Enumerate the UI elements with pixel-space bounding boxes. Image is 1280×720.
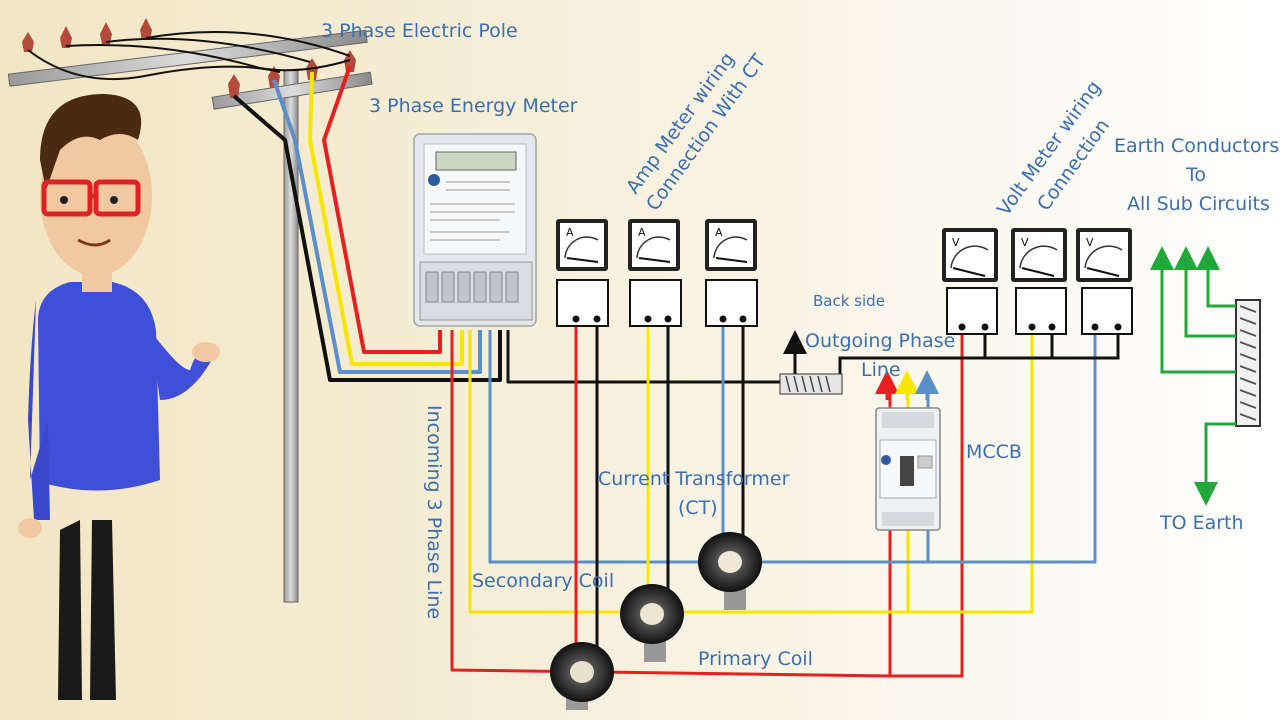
ct-2 [620,584,684,662]
volt-meter-2-letter: V [1021,236,1029,249]
amp-meter-2-letter: A [638,226,646,239]
outgoing-arrows [783,330,939,400]
ct-3 [698,532,762,610]
back-side-label: Back side [813,292,885,310]
incoming-lines [232,65,502,382]
earth-label-2: To [1186,164,1207,186]
cartoon-person [18,94,220,700]
neutral-link [779,373,843,395]
outgoing-label-2: Line [861,359,901,381]
energy-meter [413,133,537,327]
ct-1 [550,642,614,710]
amp-meter-2 [628,219,680,271]
electric-pole [7,18,373,603]
volt-meter-1 [942,228,998,282]
amp-terminal-boxes [556,279,758,327]
volt-meter-leads [838,330,1120,678]
volt-meter-3 [1076,228,1132,282]
incoming-line-label: Incoming 3 Phase Line [423,405,445,620]
secondary-coil-label: Secondary Coil [472,570,615,592]
mccb-label: MCCB [966,441,1022,463]
earth-conductors [1150,246,1236,506]
earth-label-3: All Sub Circuits [1127,193,1270,215]
pole-label: 3 Phase Electric Pole [321,20,518,42]
amp-meter-3 [705,219,757,271]
volt-meter-2 [1011,228,1067,282]
ct-label-2: (CT) [678,497,718,519]
amp-terminal-dots [572,315,747,323]
earth-bar [1235,299,1261,427]
volt-terminal-boxes [946,287,1133,335]
amp-meter-1-letter: A [566,226,574,239]
amp-meter-1 [556,219,608,271]
earth-label-1: Earth Conductors [1114,135,1280,157]
amp-meter-leads [574,322,745,690]
amp-meter-3-letter: A [715,226,723,239]
primary-coil-label: Primary Coil [698,648,813,670]
ct-label-1: Current Transformer [598,468,790,490]
outgoing-label-1: Outgoing Phase [805,330,956,352]
energy-meter-label: 3 Phase Energy Meter [369,95,578,117]
to-earth-label: TO Earth [1160,512,1244,534]
mccb-breaker [875,407,941,531]
volt-meter-3-letter: V [1086,236,1094,249]
volt-terminal-dots [958,323,1122,331]
volt-meter-1-letter: V [952,236,960,249]
